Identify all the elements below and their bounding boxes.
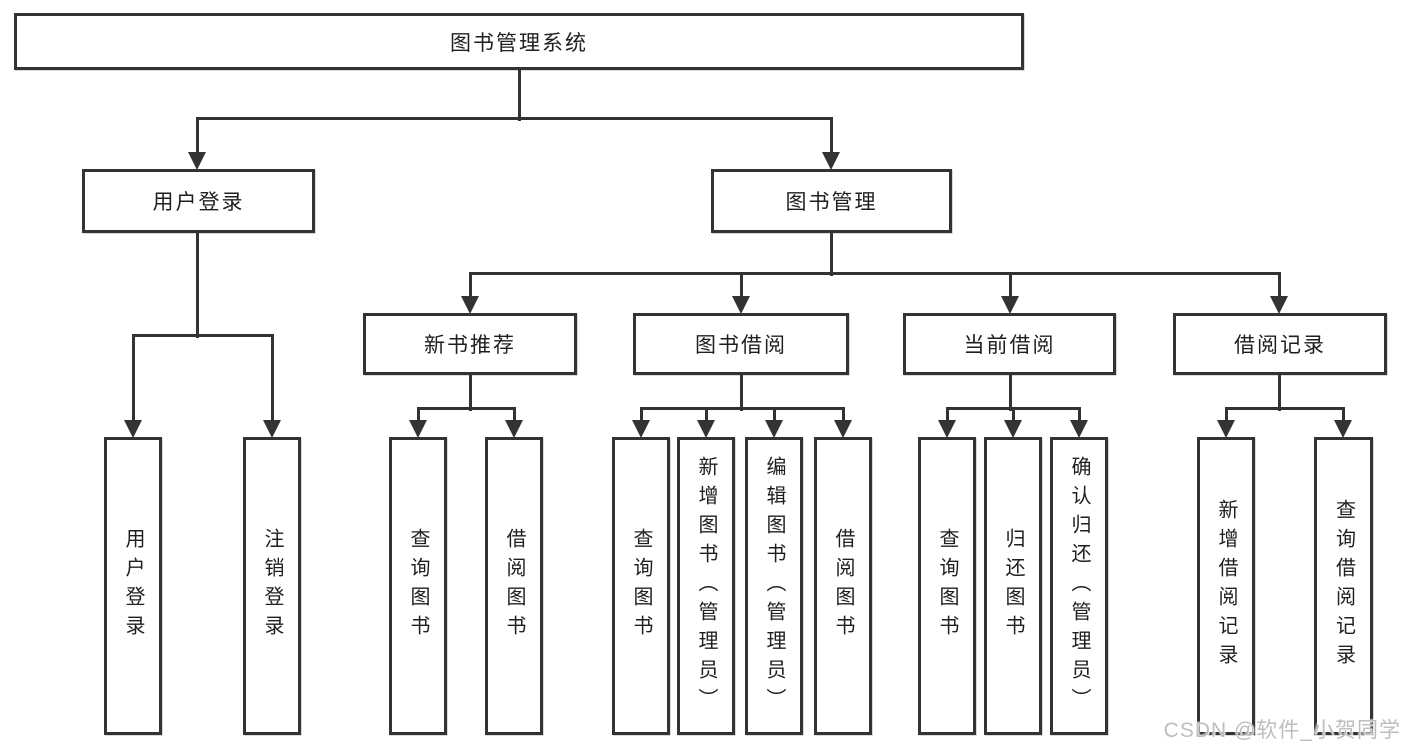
arrowhead-down-icon [1217,420,1235,438]
connector-arrow-shaft [945,408,949,422]
connector-line [739,374,743,411]
leaf-query-books-current: 查询图书 [918,437,976,735]
arrowhead-down-icon [263,420,281,438]
connector-arrow-shaft [416,408,420,422]
node-book-borrowing: 图书借阅 [633,313,849,375]
connector-line [195,116,833,120]
arrowhead-down-icon [409,420,427,438]
node-label: 新增借阅记录 [1215,499,1237,673]
node-label: 当前借阅 [963,334,1056,357]
leaf-user-login: 用户登录 [104,437,162,735]
connector-line [195,233,199,338]
arrowhead-down-icon [1070,420,1088,438]
csdn-watermark: CSDN @软件_小贺同学 [1163,719,1401,742]
node-label: 查询图书 [407,528,429,644]
node-book-management: 图书管理 [711,169,952,233]
connector-line [639,406,845,410]
connector-arrow-shaft [512,408,516,422]
connector-arrow-shaft [1011,408,1015,422]
node-label: 图书管理 [785,191,878,214]
arrowhead-down-icon [1004,420,1022,438]
leaf-edit-books-admin: 编辑图书（管理员） [745,437,803,735]
connector-arrow-shaft [772,408,776,422]
connector-arrow-shaft [841,408,845,422]
arrowhead-down-icon [1001,296,1019,314]
arrowhead-down-icon [124,420,142,438]
node-label: 查询借阅记录 [1332,499,1355,673]
connector-arrow-shaft [195,118,199,154]
node-current-borrowing: 当前借阅 [903,313,1116,375]
connector-arrow-shaft [1008,273,1012,298]
connector-arrow-shaft [1341,408,1345,422]
connector-arrow-shaft [270,335,274,422]
node-borrowing-records: 借阅记录 [1173,313,1387,375]
node-new-book-recommendation: 新书推荐 [363,313,577,375]
node-label: 新增图书（管理员） [695,455,717,717]
leaf-logout: 注销登录 [243,437,301,735]
connector-arrow-shaft [131,335,135,422]
arrowhead-down-icon [461,296,479,314]
leaf-query-borrow-record: 查询借阅记录 [1314,437,1373,735]
arrowhead-down-icon [938,420,956,438]
leaf-add-borrow-record: 新增借阅记录 [1197,437,1255,735]
node-label: 确认归还（管理员） [1068,455,1090,717]
node-label: 归还图书 [1002,528,1024,644]
connector-line [829,233,833,276]
connector-line [1008,374,1012,411]
connector-arrow-shaft [829,118,833,154]
leaf-borrow-books-recommend: 借阅图书 [485,437,543,735]
arrowhead-down-icon [1334,420,1352,438]
arrowhead-down-icon [188,152,206,170]
node-label: 借阅图书 [503,528,525,644]
node-user-login: 用户登录 [82,169,315,233]
arrowhead-down-icon [1270,296,1288,314]
connector-arrow-shaft [739,273,743,298]
leaf-confirm-return-admin: 确认归还（管理员） [1050,437,1108,735]
leaf-borrow-books: 借阅图书 [814,437,872,735]
connector-line [468,374,472,411]
arrowhead-down-icon [732,296,750,314]
leaf-query-books-recommend: 查询图书 [389,437,447,735]
node-label: 借阅记录 [1234,334,1326,357]
arrowhead-down-icon [505,420,523,438]
node-label: 新书推荐 [424,334,516,357]
node-label: 图书借阅 [695,334,787,357]
node-library-management-system: 图书管理系统 [14,13,1024,70]
node-label: 图书管理系统 [450,31,588,55]
leaf-return-books: 归还图书 [984,437,1042,735]
node-label: 编辑图书（管理员） [763,455,785,717]
node-label: 注销登录 [261,528,283,644]
connector-arrow-shaft [1224,408,1228,422]
connector-arrow-shaft [1277,273,1281,298]
connector-arrow-shaft [704,408,708,422]
connector-line [1224,406,1345,410]
node-label: 查询图书 [630,528,652,644]
leaf-add-books-admin: 新增图书（管理员） [677,437,735,735]
leaf-query-books-borrowing: 查询图书 [612,437,670,735]
node-label: 用户登录 [122,528,144,644]
connector-line [1277,374,1281,411]
connector-line [416,406,516,410]
connector-arrow-shaft [639,408,643,422]
connector-line [468,271,1281,275]
connector-line [131,333,274,337]
connector-line [517,69,521,121]
arrowhead-down-icon [822,152,840,170]
arrowhead-down-icon [765,420,783,438]
connector-arrow-shaft [468,273,472,298]
arrowhead-down-icon [632,420,650,438]
arrowhead-down-icon [834,420,852,438]
node-label: 查询图书 [936,528,958,644]
node-label: 借阅图书 [832,528,854,644]
node-label: 用户登录 [152,191,245,214]
arrowhead-down-icon [697,420,715,438]
connector-arrow-shaft [1077,408,1081,422]
